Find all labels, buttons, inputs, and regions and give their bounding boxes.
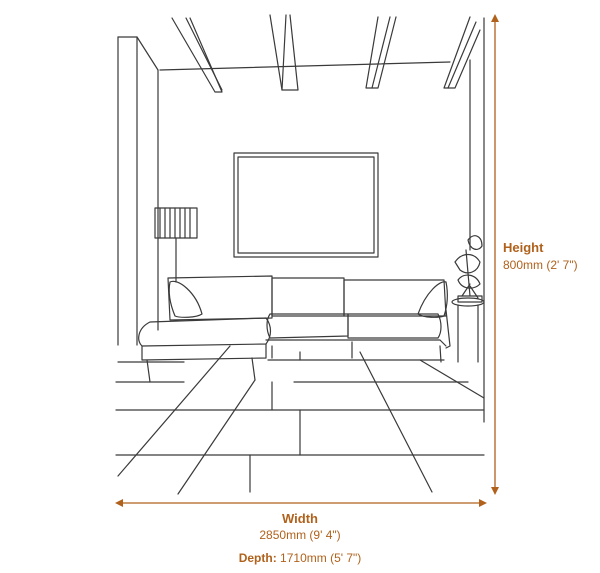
side-table bbox=[451, 297, 485, 363]
sectional-sofa bbox=[138, 275, 451, 383]
floor-tiles bbox=[115, 345, 485, 495]
potted-plant bbox=[454, 235, 483, 303]
width-label: Width bbox=[282, 511, 318, 526]
left-wall bbox=[117, 36, 159, 346]
depth-value: 1710mm (5' 7") bbox=[280, 551, 362, 565]
right-wall bbox=[469, 17, 485, 423]
depth-label: Depth: bbox=[238, 551, 277, 565]
depth-dimension: Depth: 1710mm (5' 7") bbox=[0, 551, 600, 565]
height-dimension-line bbox=[491, 14, 499, 495]
ceiling-beams bbox=[159, 14, 481, 93]
wall-picture-frame bbox=[233, 152, 379, 258]
width-value: 2850mm (9' 4") bbox=[259, 528, 341, 542]
width-dimension-line bbox=[115, 499, 487, 507]
height-label: Height bbox=[503, 240, 544, 255]
floor-lamp bbox=[154, 207, 198, 283]
height-value: 800mm (2' 7") bbox=[503, 258, 578, 272]
